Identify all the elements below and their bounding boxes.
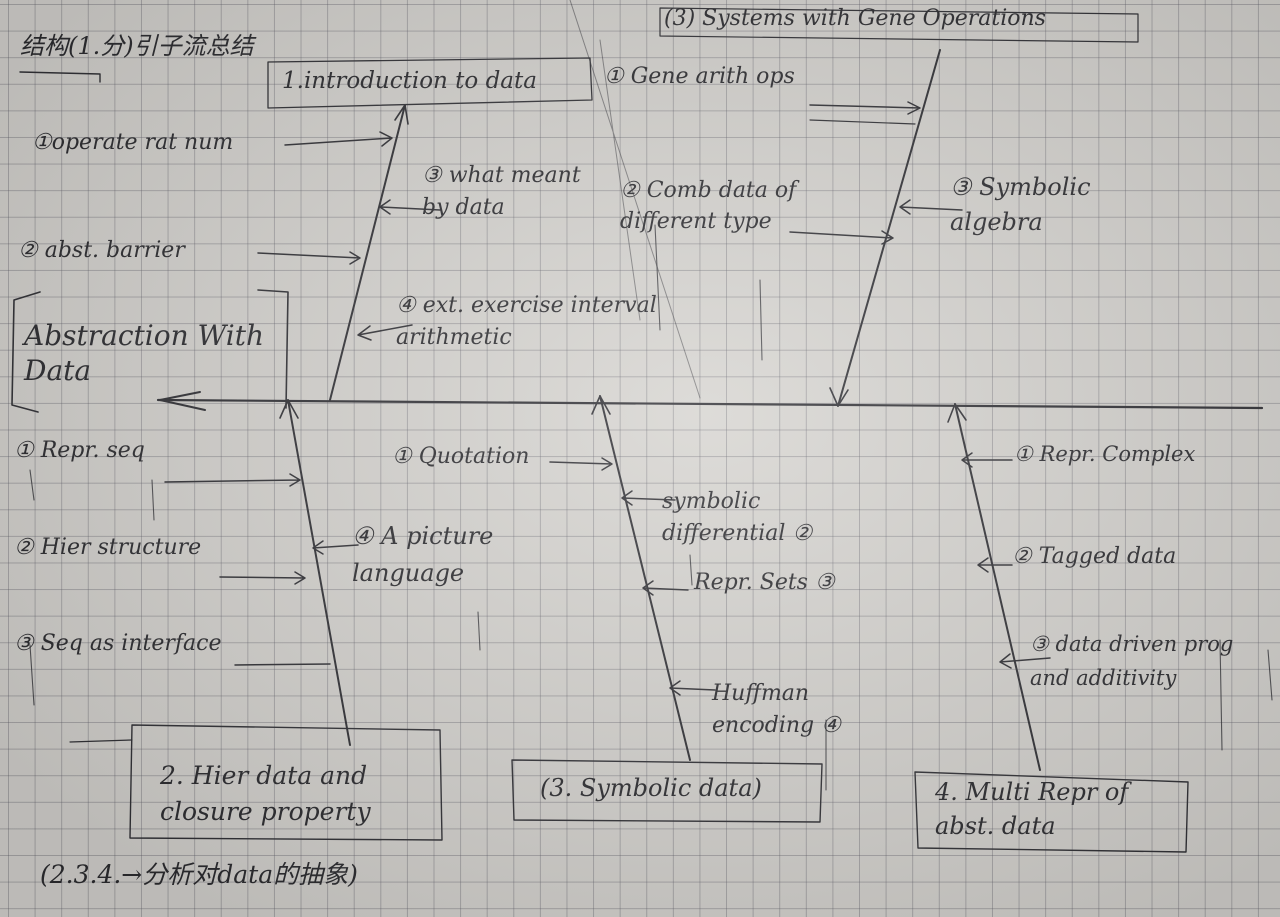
intro-item-2: ② abst. barrier bbox=[18, 238, 185, 263]
page-title: 结构(1.分)引子流总结 bbox=[20, 32, 254, 60]
spine-head-label: Abstraction With Data bbox=[24, 319, 265, 387]
generic-item-2: ② Comb data of different type bbox=[620, 178, 797, 234]
rib-hier-4 bbox=[312, 540, 359, 555]
symbolic-item-3: Repr. Sets ③ bbox=[694, 570, 835, 595]
multi-item-3: ③ data driven prog and additivity bbox=[1030, 632, 1234, 690]
title-underline bbox=[19, 71, 101, 83]
bone-generic-arrow bbox=[829, 387, 849, 407]
rib-intro-3 bbox=[379, 199, 441, 215]
symbolic-item-1: ① Quotation bbox=[392, 444, 530, 469]
multi-item-2: ② Tagged data bbox=[1012, 544, 1177, 569]
generic-item-3: ③ Symbolic algebra bbox=[950, 173, 1091, 236]
bone-symbolic-arrow bbox=[591, 395, 611, 415]
rib-intro-2 bbox=[257, 251, 361, 265]
intro-item-3: ③ what meant by data bbox=[422, 163, 581, 220]
rib-hier-3 bbox=[234, 663, 331, 666]
spine-arrowhead bbox=[159, 391, 206, 411]
intro-item-1: ①operate rat num bbox=[32, 130, 234, 155]
multi-item-1: ① Repr. Complex bbox=[1014, 442, 1196, 466]
intro-box-label: 1.introduction to data bbox=[282, 68, 537, 94]
bone-symbolic bbox=[599, 395, 691, 761]
rib-multi-3 bbox=[999, 653, 1051, 669]
rib-multi-2 bbox=[977, 557, 1013, 573]
symbolic-item-4: Huffman encoding ④ bbox=[712, 681, 841, 738]
symbolic-item-2: symbolic differential ② bbox=[662, 489, 813, 546]
rib-intro-1 bbox=[284, 131, 393, 147]
box-symbolic-frame bbox=[511, 759, 823, 823]
bone-hier-arrow bbox=[279, 399, 299, 419]
hier-box-label: 2. Hier data and closure property bbox=[160, 761, 371, 827]
intro-item-4: ④ ext. exercise interval arithmetic bbox=[396, 293, 657, 350]
rib-sym-4 bbox=[669, 680, 716, 696]
box-multi-frame bbox=[914, 771, 1189, 853]
rib-hier-1 bbox=[164, 473, 301, 487]
rib-sym-2 bbox=[621, 490, 676, 506]
box-section3-frame bbox=[659, 7, 1139, 43]
scratch-marks bbox=[29, 224, 1273, 791]
rib-generic-3 bbox=[899, 199, 963, 215]
hier-item-2: ② Hier structure bbox=[14, 535, 202, 560]
hier-item-3: ③ Seq as interface bbox=[14, 631, 222, 656]
bone-multi-arrow bbox=[947, 403, 967, 423]
hier-item-1: ① Repr. seq bbox=[14, 438, 145, 463]
bone-intro bbox=[329, 104, 406, 401]
spine-line bbox=[156, 398, 1264, 410]
rib-hier-2 bbox=[219, 571, 306, 585]
section3-title: (3) Systems with Gene Operations bbox=[664, 6, 1046, 31]
faint-diagonal bbox=[569, 0, 701, 399]
rib-sym-1 bbox=[549, 457, 613, 471]
symbolic-box-label: (3. Symbolic data) bbox=[540, 774, 762, 802]
rib-multi-1 bbox=[961, 452, 1013, 468]
box-hier-underline bbox=[69, 739, 133, 743]
box-hier-frame bbox=[129, 724, 443, 841]
rib-generic-1 bbox=[809, 101, 921, 115]
rib-generic-2 bbox=[789, 230, 894, 245]
hier-item-4: ④ A picture language bbox=[352, 522, 494, 588]
box-intro-frame bbox=[267, 57, 593, 109]
multi-box-label: 4. Multi Repr of abst. data bbox=[935, 778, 1129, 840]
bone-hier bbox=[287, 399, 351, 746]
footer-note: (2.3.4.→分析对data的抽象) bbox=[40, 860, 358, 889]
bone-generic bbox=[837, 49, 941, 407]
rib-generic-1b bbox=[809, 119, 916, 125]
head-bracket bbox=[11, 289, 289, 413]
generic-item-1: ① Gene arith ops bbox=[604, 64, 795, 89]
rib-intro-4 bbox=[357, 324, 413, 341]
rib-sym-3 bbox=[642, 580, 689, 596]
